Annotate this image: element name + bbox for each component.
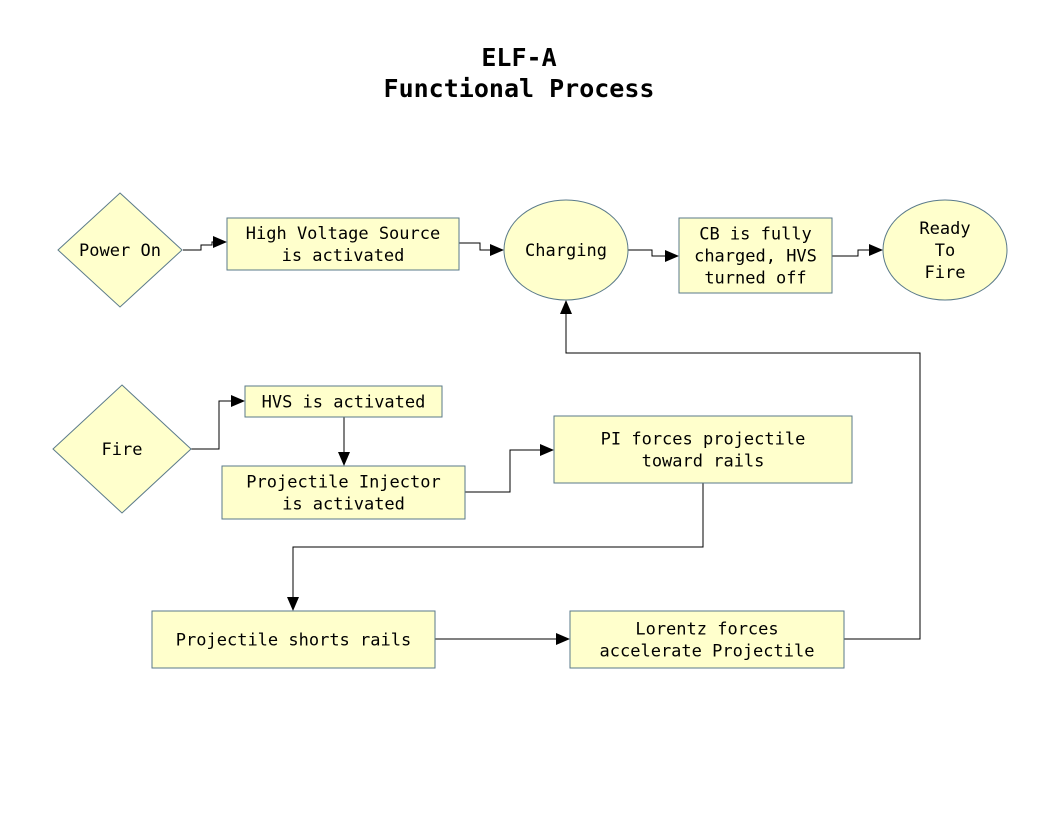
connectors	[183, 236, 921, 645]
node-label-ready: To	[935, 241, 955, 261]
node-label-hv-source: High Voltage Source	[246, 224, 440, 244]
node-label-cb-charged: CB is fully	[699, 225, 812, 245]
node-fire: Fire	[52, 384, 192, 514]
connector-power-on-to-hv-source	[183, 236, 227, 251]
process-box	[221, 465, 466, 520]
node-label-ready: Fire	[925, 263, 966, 283]
connector-shorts-to-lorentz	[435, 633, 570, 645]
connector-line	[292, 483, 704, 598]
connector-fire-to-hvs-activated	[191, 395, 245, 450]
state-ellipse	[882, 199, 1008, 301]
process-box	[678, 217, 833, 294]
node-label-hv-source: is activated	[282, 246, 405, 266]
decision-diamond	[52, 384, 192, 514]
arrowhead-icon	[540, 444, 554, 456]
connector-injector-to-pi-forces	[465, 444, 554, 493]
arrowhead-icon	[665, 250, 679, 262]
connector-hvs-activated-to-injector	[338, 417, 350, 466]
connector-line	[465, 449, 541, 493]
connector-hv-source-to-charging	[459, 242, 504, 256]
connector-pi-forces-to-shorts	[287, 483, 704, 611]
arrowhead-icon	[490, 244, 504, 256]
process-box	[151, 610, 436, 669]
process-box	[244, 385, 443, 418]
connector-line	[565, 313, 921, 640]
node-label-hvs-activated: HVS is activated	[262, 393, 426, 413]
arrowhead-icon	[213, 236, 227, 248]
node-label-cb-charged: charged, HVS	[694, 247, 817, 267]
arrowhead-icon	[338, 452, 350, 466]
node-label-injector: is activated	[282, 495, 405, 515]
state-ellipse	[503, 199, 629, 301]
arrowhead-icon	[556, 633, 570, 645]
connector-cb-charged-to-ready	[832, 244, 883, 257]
process-box	[553, 415, 853, 484]
arrowhead-icon	[560, 300, 572, 314]
connector-lorentz-to-charging	[560, 300, 921, 640]
process-box	[226, 217, 460, 271]
connector-line	[459, 242, 491, 251]
node-hvs-activated: HVS is activated	[244, 385, 443, 418]
process-box	[569, 610, 845, 669]
diagram-title-line-1: ELF-A	[481, 43, 556, 72]
arrowhead-icon	[287, 597, 299, 611]
arrowhead-icon	[231, 395, 245, 407]
node-label-fire: Fire	[102, 440, 143, 460]
diagram-title-line-2: Functional Process	[384, 74, 655, 103]
node-power-on: Power On	[57, 192, 183, 308]
node-label-pi-forces: PI forces projectile	[601, 430, 806, 450]
connector-line	[832, 249, 870, 257]
node-label-shorts: Projectile shorts rails	[176, 631, 411, 651]
connector-line	[183, 241, 214, 251]
node-charging: Charging	[503, 199, 629, 301]
node-label-lorentz: Lorentz forces	[635, 620, 778, 640]
arrowhead-icon	[869, 244, 883, 256]
connector-line	[191, 400, 232, 450]
connector-line	[628, 249, 666, 257]
node-label-pi-forces: toward rails	[642, 452, 765, 472]
node-label-injector: Projectile Injector	[246, 473, 440, 493]
node-label-ready: Ready	[919, 219, 970, 239]
connector-charging-to-cb-charged	[628, 249, 679, 262]
decision-diamond	[57, 192, 183, 308]
node-shorts: Projectile shorts rails	[151, 610, 436, 669]
node-label-charging: Charging	[525, 241, 607, 261]
node-label-lorentz: accelerate Projectile	[600, 642, 815, 662]
node-label-cb-charged: turned off	[704, 269, 806, 289]
node-label-power-on: Power On	[79, 241, 161, 261]
